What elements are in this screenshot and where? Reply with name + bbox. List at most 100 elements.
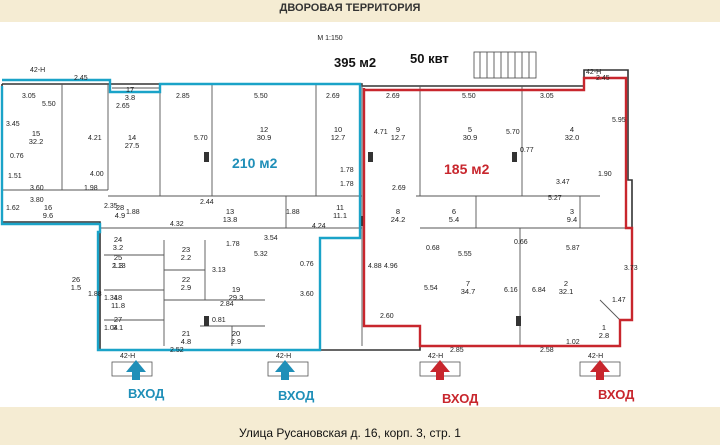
blue-zone-area: 210 м2	[232, 155, 278, 171]
dimension-label: 2.84	[220, 301, 234, 308]
room-number: 15	[32, 129, 40, 138]
room-area: 9.6	[43, 211, 53, 220]
room-area: 32.2	[29, 137, 44, 146]
dimension-label: 6.16	[504, 287, 518, 294]
room-area: 2.9	[231, 337, 241, 346]
room-area: 29.3	[229, 293, 244, 302]
dimension-label: 0.77	[520, 147, 534, 154]
dimension-label: 2.45	[74, 75, 88, 82]
room-area: 30.9	[257, 133, 272, 142]
dimension-label: 1.47	[612, 297, 626, 304]
room-number: 11	[336, 203, 344, 212]
dimension-label: 5.87	[566, 245, 580, 252]
room-area: 13.8	[223, 215, 238, 224]
dimension-label: 1.78	[226, 241, 240, 248]
room-number: 7	[466, 279, 470, 288]
room-area: 2.2	[181, 253, 191, 262]
room-area: 12.7	[391, 133, 406, 142]
room-area: 32.0	[565, 133, 580, 142]
room-area: 2.9	[181, 283, 191, 292]
dimension-label: 5.27	[548, 195, 562, 202]
room-number: 23	[182, 245, 190, 254]
dimension-label: 5.54	[424, 285, 438, 292]
room-number: 1	[602, 323, 606, 332]
entrance-label-red: ВХОД	[442, 391, 479, 406]
entrance-mark: 42-Н	[276, 353, 291, 360]
total-area: 395 м2	[334, 55, 376, 70]
dimension-label: 6.84	[532, 287, 546, 294]
room-number: 16	[44, 203, 52, 212]
dimension-label: 0.66	[514, 239, 528, 246]
dimension-label: 3.47	[556, 179, 570, 186]
dimension-label: 2.58	[540, 347, 554, 354]
dimension-label: 4.32	[170, 221, 184, 228]
dimension-label: 3.73	[624, 265, 638, 272]
total-power: 50 квт	[410, 51, 449, 66]
dimension-label: 2.85	[176, 93, 190, 100]
dimension-label: 4.00	[90, 171, 104, 178]
dimension-label: 3.05	[22, 93, 36, 100]
entrance-mark: 42-Н	[30, 67, 45, 74]
dimension-label: 2.69	[386, 93, 400, 100]
entrance-mark: 42-Н	[428, 353, 443, 360]
dimension-label: 0.76	[10, 153, 24, 160]
dimension-label: 3.80	[30, 197, 44, 204]
room-number: 20	[232, 329, 240, 338]
dimension-label: 5.50	[254, 93, 268, 100]
room-number: 14	[128, 133, 136, 142]
room-area: 12.7	[331, 133, 346, 142]
room-area: 11.8	[111, 301, 125, 310]
dimension-label: 4.24	[312, 223, 326, 230]
room-number: 2	[564, 279, 568, 288]
dimension-label: 1.51	[8, 173, 22, 180]
dimension-label: 1.88	[88, 291, 102, 298]
dimension-label: 0.68	[426, 245, 440, 252]
room-number: 6	[452, 207, 456, 216]
dimension-label: 1.88	[286, 209, 300, 216]
dimension-label: 3.60	[30, 185, 44, 192]
room-number: 25	[114, 253, 122, 262]
room-number: 19	[232, 285, 240, 294]
dimension-label: 3.13	[212, 267, 226, 274]
room-area: 4.8	[181, 337, 191, 346]
room-area: 3.2	[113, 243, 123, 252]
room-number: 8	[396, 207, 400, 216]
dimension-label: 1.88	[126, 209, 140, 216]
room-area: 1.3	[113, 261, 123, 270]
dimension-label: 2.44	[200, 199, 214, 206]
dimension-label: 1.78	[340, 167, 354, 174]
dimension-label: 3.05	[540, 93, 554, 100]
dimension-label: 2.60	[380, 313, 394, 320]
room-area: 24.2	[391, 215, 406, 224]
room-number: 3	[570, 207, 574, 216]
dimension-label: 2.35	[104, 203, 118, 210]
room-area: 34.7	[461, 287, 476, 296]
header-title: ДВОРОВАЯ ТЕРРИТОРИЯ	[280, 2, 421, 14]
room-number: 24	[114, 235, 122, 244]
room-area: 27.5	[125, 141, 140, 150]
red-arrow-icon	[590, 360, 610, 380]
red-zone-outline	[362, 76, 634, 348]
entrance-marks: 42-Н 42-Н 42-Н 42-Н 42-Н 42-Н	[30, 67, 603, 360]
entrance-mark: 42-Н	[120, 353, 135, 360]
dimension-label: 1.78	[340, 181, 354, 188]
room-area: 32.1	[559, 287, 574, 296]
entrance-label-blue: ВХОД	[278, 388, 315, 403]
entrance-mark: 42-Н	[588, 353, 603, 360]
dimension-label: 5.70	[506, 129, 520, 136]
room-number: 28	[116, 203, 124, 212]
dimension-label: 0.81	[212, 317, 226, 324]
entrance-label-red: ВХОД	[598, 387, 635, 402]
room-number: 4	[570, 125, 574, 134]
dimension-label: 5.55	[458, 251, 472, 258]
room-area: 11.1	[333, 211, 347, 220]
room-number: 12	[260, 125, 268, 134]
room-area: 3.1	[113, 323, 123, 332]
room-area: 1.5	[71, 283, 81, 292]
scale-label: М 1:150	[317, 35, 342, 42]
blue-arrow-icon	[126, 360, 146, 380]
room-number: 13	[226, 207, 234, 216]
dimension-label: 1.98	[84, 185, 98, 192]
